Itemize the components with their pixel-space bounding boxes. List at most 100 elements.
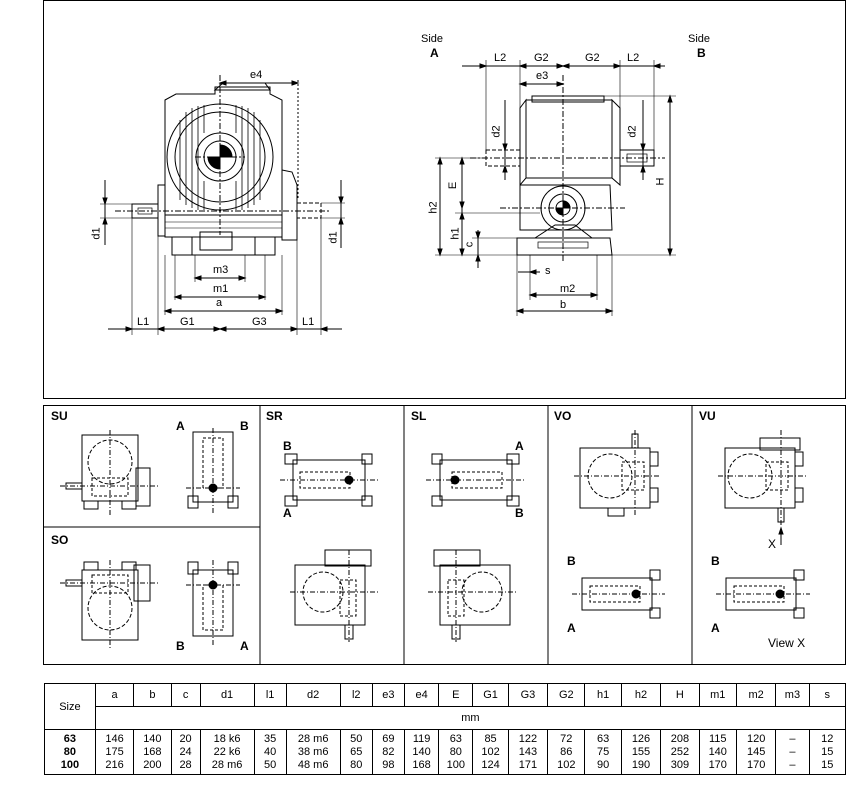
col-h2: h2 bbox=[620, 683, 662, 707]
dim-s: s bbox=[545, 265, 551, 277]
panel-vu-letter-b: B bbox=[711, 554, 720, 568]
col-a: a bbox=[94, 683, 135, 707]
cell-value: 18 k6 bbox=[213, 732, 241, 745]
panel-so-label: SO bbox=[51, 533, 69, 547]
cell-value: 50 bbox=[350, 732, 363, 745]
vo-top-view bbox=[572, 569, 665, 619]
vo-front-view bbox=[574, 430, 660, 517]
sr-front-view bbox=[290, 549, 378, 642]
cell-value: 48 m6 bbox=[297, 758, 329, 771]
cell-value: 75 bbox=[597, 745, 610, 758]
dim-a: a bbox=[216, 297, 223, 309]
dim-l2-right: L2 bbox=[627, 52, 640, 64]
cell-value: 124 bbox=[481, 758, 500, 771]
col-d2: d2 bbox=[285, 683, 341, 707]
dim-m2: m2 bbox=[560, 283, 576, 295]
panel-su-letter-b: B bbox=[240, 419, 249, 433]
front-view bbox=[100, 75, 345, 335]
col-e4: e4 bbox=[403, 683, 440, 707]
cell-value: 80 bbox=[449, 745, 462, 758]
col-H: H bbox=[660, 683, 700, 707]
dim-b: b bbox=[560, 299, 567, 311]
sl-front-view bbox=[428, 549, 518, 642]
mounting-positions-frame bbox=[43, 405, 846, 665]
col-m1: m1 bbox=[698, 683, 737, 707]
cell-value: 126 bbox=[631, 732, 651, 745]
dim-l1-right: L1 bbox=[302, 316, 315, 328]
cell-value: 40 bbox=[264, 745, 277, 758]
size-cell: 63 80 100 bbox=[44, 729, 96, 775]
panel-su-letter-a: A bbox=[176, 419, 185, 433]
panel-so-letter-a: A bbox=[240, 639, 249, 653]
unit-row: mm bbox=[45, 706, 847, 730]
col-g1: G1 bbox=[472, 683, 509, 707]
side-a-letter: A bbox=[430, 46, 439, 60]
cell-value: 155 bbox=[631, 745, 651, 758]
panel-vu-label: VU bbox=[699, 409, 716, 423]
dim-e3: e3 bbox=[536, 70, 549, 82]
dim-l1-left: L1 bbox=[137, 316, 150, 328]
cell-value: 146 bbox=[105, 732, 124, 745]
dimension-drawing-frame bbox=[43, 0, 846, 399]
col-b: b bbox=[133, 683, 172, 707]
cell-value: 145 bbox=[746, 745, 766, 758]
cell-value: 82 bbox=[382, 745, 395, 758]
cell-value: 15 bbox=[821, 758, 834, 771]
sl-top-view bbox=[426, 453, 525, 507]
cell-value: 309 bbox=[670, 758, 690, 771]
side-view bbox=[435, 60, 676, 316]
cell-value: 208 bbox=[670, 732, 690, 745]
col-l1: l1 bbox=[253, 683, 287, 707]
cell-value: 20 bbox=[179, 732, 192, 745]
cell-value: – bbox=[789, 732, 796, 745]
cell-value: 24 bbox=[179, 745, 192, 758]
cell-value: 122 bbox=[518, 732, 538, 745]
cell-value: 170 bbox=[708, 758, 727, 771]
cell-value: 102 bbox=[481, 745, 500, 758]
cell-value: 65 bbox=[350, 745, 363, 758]
panel-sl-letter-b: B bbox=[515, 506, 524, 520]
cell-value: 140 bbox=[708, 745, 727, 758]
panel-vo-letter-b: B bbox=[567, 554, 576, 568]
su-side-view bbox=[186, 428, 240, 515]
cell-value: 86 bbox=[560, 745, 573, 758]
cell-value: 140 bbox=[412, 745, 431, 758]
vu-top-view bbox=[716, 569, 810, 619]
cell-value: 15 bbox=[821, 745, 834, 758]
panel-sr-letter-a: A bbox=[283, 506, 292, 520]
side-a-word: Side bbox=[421, 33, 444, 45]
cell-m3: ––– bbox=[775, 729, 810, 775]
col-l2: l2 bbox=[339, 683, 373, 707]
cell-value: – bbox=[789, 745, 796, 758]
cell-value: 22 k6 bbox=[213, 745, 241, 758]
cell-value: 69 bbox=[382, 732, 395, 745]
col-c: c bbox=[170, 683, 201, 707]
dim-g2-left: G2 bbox=[534, 52, 549, 64]
col-e3: e3 bbox=[371, 683, 405, 707]
cell-value: 28 bbox=[179, 758, 192, 771]
cell-value: 168 bbox=[143, 745, 162, 758]
cell-value: 102 bbox=[557, 758, 576, 771]
size-63: 63 bbox=[63, 732, 77, 745]
panel-sl-letter-a: A bbox=[515, 439, 524, 453]
cell-value: 50 bbox=[264, 758, 277, 771]
col-m2: m2 bbox=[735, 683, 777, 707]
cell-value: 115 bbox=[708, 732, 727, 745]
col-h1: h1 bbox=[584, 683, 622, 707]
cell-value: 28 m6 bbox=[211, 758, 243, 771]
side-b-letter: B bbox=[697, 46, 706, 60]
dimensions-table: Size a b c d1 l1 d2 l2 e3 e4 E G1 G3 G2 … bbox=[44, 683, 847, 775]
size-80: 80 bbox=[63, 745, 77, 758]
panel-vu-letter-a: A bbox=[711, 621, 720, 635]
